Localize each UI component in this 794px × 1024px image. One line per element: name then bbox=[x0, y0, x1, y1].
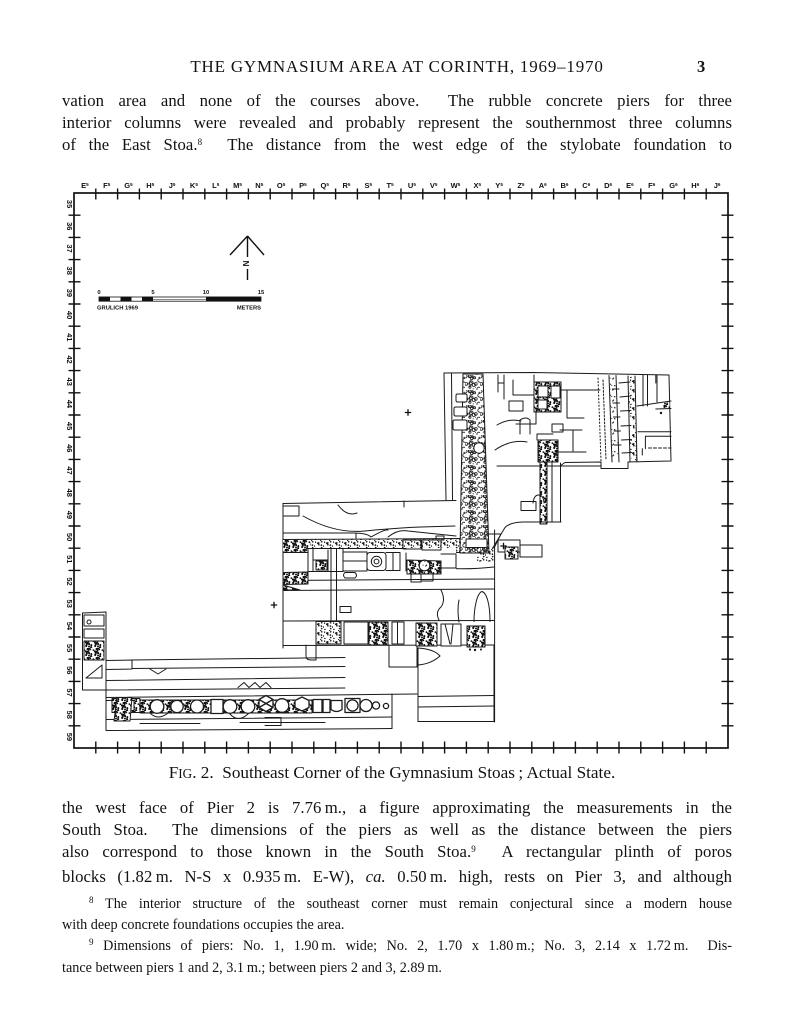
svg-text:42: 42 bbox=[65, 355, 74, 363]
svg-text:S5: S5 bbox=[365, 181, 373, 190]
svg-text:59: 59 bbox=[65, 733, 74, 741]
svg-text:H6: H6 bbox=[691, 181, 699, 190]
svg-text:48: 48 bbox=[65, 489, 74, 497]
svg-text:36: 36 bbox=[65, 222, 74, 230]
svg-text:52: 52 bbox=[65, 577, 74, 585]
svg-text:15: 15 bbox=[258, 290, 265, 296]
svg-text:J5: J5 bbox=[169, 181, 176, 190]
svg-text:K5: K5 bbox=[190, 181, 198, 190]
svg-text:U5: U5 bbox=[408, 181, 416, 190]
svg-text:Z5: Z5 bbox=[517, 181, 525, 190]
svg-text:41: 41 bbox=[65, 333, 74, 341]
svg-text:L5: L5 bbox=[212, 181, 220, 190]
svg-text:J6: J6 bbox=[714, 181, 721, 190]
svg-text:Q5: Q5 bbox=[320, 181, 329, 190]
svg-text:V5: V5 bbox=[430, 181, 438, 190]
svg-text:51: 51 bbox=[65, 555, 74, 563]
svg-text:N5: N5 bbox=[255, 181, 263, 190]
svg-text:H5: H5 bbox=[146, 181, 154, 190]
svg-text:Y5: Y5 bbox=[495, 181, 503, 190]
svg-text:55: 55 bbox=[65, 644, 74, 652]
svg-text:40: 40 bbox=[65, 311, 74, 319]
svg-text:F6: F6 bbox=[648, 181, 656, 190]
svg-text:50: 50 bbox=[65, 533, 74, 541]
svg-text:37: 37 bbox=[65, 244, 74, 252]
svg-text:47: 47 bbox=[65, 466, 74, 474]
svg-text:N: N bbox=[242, 260, 251, 266]
svg-text:35: 35 bbox=[65, 200, 74, 208]
svg-text:G5: G5 bbox=[124, 181, 133, 190]
svg-text:GRULICH 1969: GRULICH 1969 bbox=[97, 306, 139, 312]
svg-text:10: 10 bbox=[203, 290, 209, 296]
svg-text:57: 57 bbox=[65, 688, 74, 696]
svg-text:METERS: METERS bbox=[237, 306, 261, 312]
svg-text:5: 5 bbox=[151, 290, 155, 296]
svg-text:B6: B6 bbox=[561, 181, 569, 190]
svg-text:R5: R5 bbox=[343, 181, 351, 190]
svg-text:45: 45 bbox=[65, 422, 74, 430]
svg-text:T5: T5 bbox=[387, 181, 395, 190]
svg-text:W5: W5 bbox=[451, 181, 461, 190]
svg-text:G6: G6 bbox=[669, 181, 678, 190]
svg-text:E5: E5 bbox=[81, 181, 89, 190]
svg-text:39: 39 bbox=[65, 289, 74, 297]
svg-text:58: 58 bbox=[65, 711, 74, 719]
svg-text:56: 56 bbox=[65, 666, 74, 674]
svg-text:E6: E6 bbox=[626, 181, 634, 190]
svg-text:F5: F5 bbox=[103, 181, 111, 190]
svg-text:43: 43 bbox=[65, 378, 74, 386]
svg-text:C6: C6 bbox=[582, 181, 590, 190]
svg-text:M5: M5 bbox=[233, 181, 242, 190]
svg-text:53: 53 bbox=[65, 600, 74, 608]
svg-text:44: 44 bbox=[65, 400, 74, 409]
svg-text:D6: D6 bbox=[604, 181, 612, 190]
svg-text:54: 54 bbox=[65, 622, 74, 631]
svg-text:X5: X5 bbox=[474, 181, 482, 190]
svg-text:P5: P5 bbox=[299, 181, 307, 190]
svg-text:46: 46 bbox=[65, 444, 74, 452]
svg-text:0: 0 bbox=[97, 290, 100, 296]
svg-text:O5: O5 bbox=[277, 181, 286, 190]
svg-text:38: 38 bbox=[65, 267, 74, 275]
svg-text:49: 49 bbox=[65, 511, 74, 519]
svg-text:A6: A6 bbox=[539, 181, 547, 190]
